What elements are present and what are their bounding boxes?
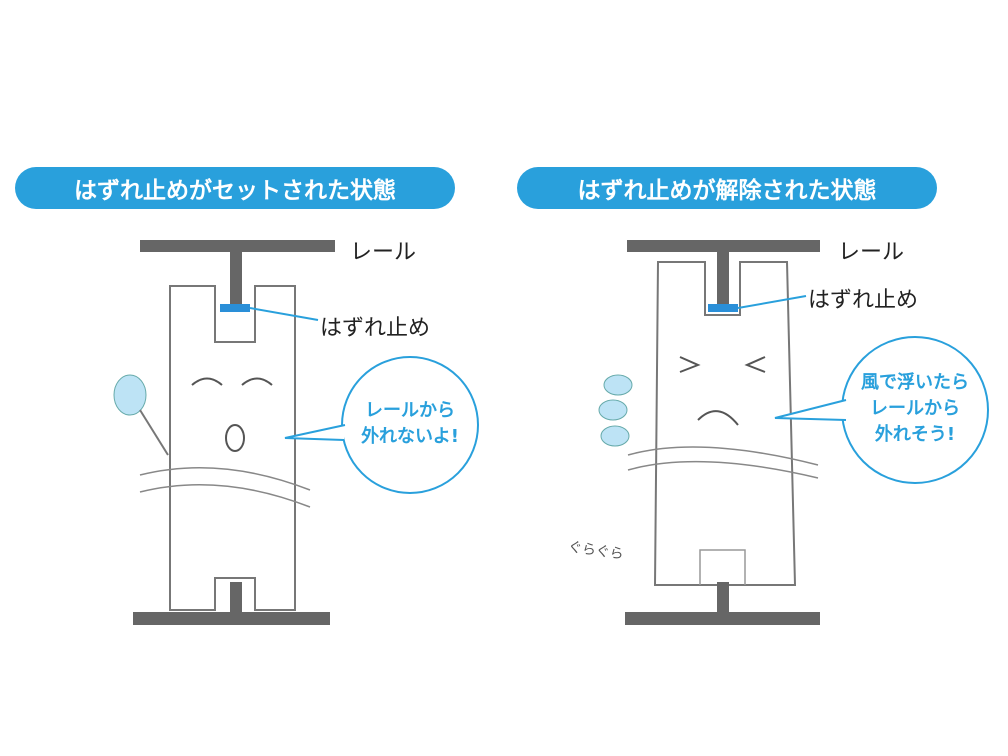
- left-stopper-label: はずれ止め: [320, 316, 431, 341]
- right-door-panel: [653, 261, 797, 586]
- left-speech-text: レールから外れないよ!: [345, 398, 475, 450]
- speech-line: レールから: [365, 400, 455, 421]
- right-title-badge: はずれ止めが解除された状態: [517, 167, 937, 209]
- left-title-badge: はずれ止めがセットされた状態: [15, 167, 455, 209]
- left-wind-band: [139, 466, 311, 508]
- right-face: [679, 356, 766, 426]
- left-rail-bottom: [133, 582, 330, 625]
- left-face: [191, 377, 273, 452]
- right-rail-bottom: [625, 582, 820, 625]
- left-rail-top: [140, 240, 335, 305]
- speech-line: 風で浮いたら: [861, 372, 969, 393]
- left-door-panel: [169, 285, 296, 611]
- right-rail-top: [627, 240, 820, 305]
- right-rail-label: レール: [838, 240, 905, 265]
- left-stopper: [220, 304, 250, 312]
- right-stopper: [708, 304, 738, 312]
- speech-line: 外れないよ!: [361, 426, 459, 447]
- left-hand-peace-icon: [113, 374, 169, 456]
- right-waving-hands-icon: [598, 374, 633, 447]
- left-rail-label: レール: [350, 240, 417, 265]
- speech-line: 外れそう!: [874, 424, 956, 445]
- speech-line: レールから: [870, 398, 960, 419]
- right-wind-band: [627, 446, 819, 479]
- right-speech-text: 風で浮いたらレールから外れそう!: [845, 370, 985, 448]
- right-stopper-label: はずれ止め: [808, 288, 919, 313]
